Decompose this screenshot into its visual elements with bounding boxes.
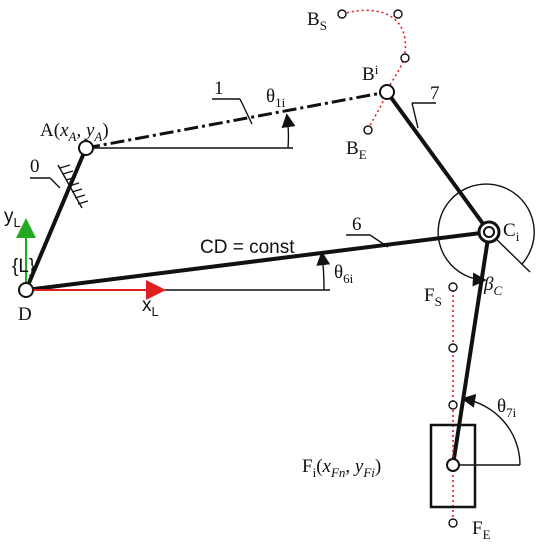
beta-arc <box>437 183 535 287</box>
label-be: BE <box>346 138 367 162</box>
label-link-0: 0 <box>30 156 40 177</box>
link-1-leader <box>239 98 253 125</box>
label-xl: xL <box>142 295 159 319</box>
label-fi: Fi(xFn, yFi) <box>302 456 381 480</box>
fs-point <box>448 282 458 292</box>
b-path-point <box>400 53 410 63</box>
label-yl: yL <box>4 206 21 230</box>
label-theta1: θ1i <box>266 86 286 110</box>
theta1-arc <box>281 113 296 149</box>
label-fe: FE <box>472 518 491 542</box>
link-7-coupler <box>385 90 491 234</box>
link-0-fixed <box>24 146 88 292</box>
bs-point <box>337 9 347 19</box>
label-bi: Bi <box>362 62 379 85</box>
theta7-arc <box>461 393 521 466</box>
joint-ci-inner <box>483 226 495 238</box>
label-d: D <box>18 304 32 325</box>
joint-a <box>78 140 94 156</box>
link-6-leader <box>369 234 389 248</box>
label-ci: Ci <box>503 220 520 244</box>
b-trajectory <box>341 9 407 131</box>
f-path-point <box>448 400 458 410</box>
link-7-leader <box>411 102 419 129</box>
label-cd-const: CD = const <box>200 237 295 258</box>
joint-bi <box>379 84 395 100</box>
label-a: A(xA, yA) <box>40 120 109 144</box>
label-link-6: 6 <box>352 214 362 235</box>
b-path-point <box>393 9 403 19</box>
joint-fi <box>446 458 460 472</box>
joint-d <box>18 282 34 298</box>
slider-block <box>429 423 477 509</box>
link-1-crank <box>85 90 388 150</box>
link-cf <box>451 230 491 467</box>
label-link-7: 7 <box>430 83 440 104</box>
theta6-arc <box>316 251 331 291</box>
label-link-1: 1 <box>214 78 224 99</box>
be-point <box>363 125 373 135</box>
label-theta6: θ6i <box>334 262 354 286</box>
label-fs: FS <box>424 285 442 309</box>
label-frame-l: {L} <box>12 256 35 277</box>
f-path-point <box>448 343 458 353</box>
link-0-leader <box>49 177 61 189</box>
fe-point <box>448 518 458 528</box>
label-bs: BS <box>307 9 327 33</box>
label-beta: βC <box>483 274 502 298</box>
label-theta7: θ7i <box>497 396 517 420</box>
link-6-rocker <box>24 230 491 292</box>
